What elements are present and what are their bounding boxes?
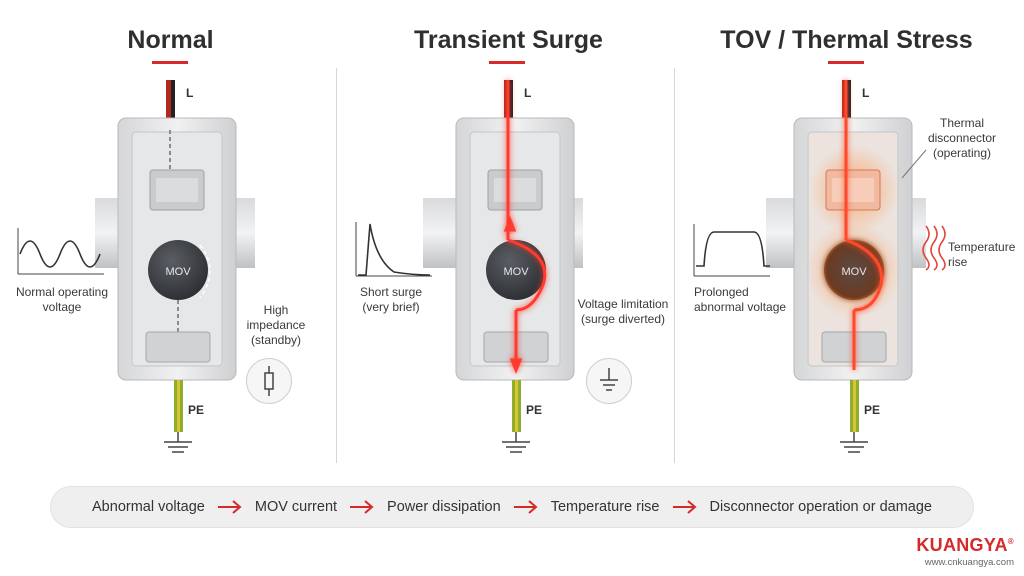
panel-divider xyxy=(336,68,337,463)
ground-symbol xyxy=(840,432,868,453)
flow-step-mov-current: MOV current xyxy=(254,499,338,515)
side-caption: Temperature rise xyxy=(948,240,1016,269)
title-underline xyxy=(489,61,525,64)
waveform-caption: Short surge (very brief) xyxy=(359,285,423,314)
process-flow-bar: Abnormal voltage MOV current Power dissi… xyxy=(50,486,974,528)
top-callout: Thermal disconnector (operating) xyxy=(927,116,997,160)
title-underline xyxy=(152,61,188,64)
surge-spike-icon xyxy=(355,222,432,277)
flow-step-disconnector: Disconnector operation or damage xyxy=(709,499,932,515)
panel-transient-surge: Transient Surge xyxy=(338,0,679,470)
surge-current-path xyxy=(503,80,547,375)
right-arrow-icon xyxy=(350,500,374,514)
brand-logo: KUANGYA® www.cnkuangya.com xyxy=(916,535,1014,568)
mov-varistor xyxy=(486,240,546,300)
spd-device-thermal: MOV xyxy=(766,80,927,453)
flow-step-abnormal-voltage: Abnormal voltage xyxy=(92,499,205,515)
brand-name: KUANGYA® xyxy=(916,535,1014,555)
right-arrow-icon xyxy=(217,500,242,514)
tov-current-path xyxy=(844,80,884,370)
mov-label: MOV xyxy=(841,266,867,278)
panel-title: Normal xyxy=(127,26,214,54)
ground-symbol xyxy=(502,432,530,453)
panel-title: Transient Surge xyxy=(414,26,603,54)
wire-label-l: L xyxy=(186,86,194,100)
wire-label-l: L xyxy=(524,86,532,100)
line-wire xyxy=(166,80,174,130)
wire-label-l: L xyxy=(862,86,870,100)
mov-label: MOV xyxy=(165,266,191,278)
mov-label: MOV xyxy=(503,266,529,278)
brand-url: www.cnkuangya.com xyxy=(924,557,1014,568)
side-caption: High impedance (standby) xyxy=(246,303,306,347)
panel-normal: Normal xyxy=(0,0,341,470)
right-arrow-icon xyxy=(672,500,697,514)
heat-waves-icon xyxy=(922,225,946,271)
wire-label-pe: PE xyxy=(526,403,543,417)
flow-step-temperature-rise: Temperature rise xyxy=(550,499,660,515)
title-underline xyxy=(828,61,864,64)
resistor-icon xyxy=(246,358,292,404)
waveform-caption: Normal operating voltage xyxy=(15,285,109,314)
plateau-wave-icon xyxy=(693,224,770,277)
ground-icon xyxy=(586,358,632,404)
panel-title: TOV / Thermal Stress xyxy=(720,26,973,54)
mov-varistor xyxy=(148,240,208,300)
waveform-caption: Prolonged abnormal voltage xyxy=(694,285,787,314)
right-arrow-icon xyxy=(513,500,538,514)
callout-leader xyxy=(901,149,927,179)
wire-label-pe: PE xyxy=(188,403,205,417)
spd-device-surge: MOV xyxy=(423,80,583,453)
ground-symbol xyxy=(164,432,192,453)
spd-device-normal: MOV xyxy=(95,80,255,453)
flow-step-power-dissipation: Power dissipation xyxy=(387,499,501,515)
side-caption: Voltage limitation (surge diverted) xyxy=(577,297,669,326)
mov-varistor xyxy=(824,240,884,300)
panel-thermal-stress: TOV / Thermal Stress xyxy=(676,0,1017,470)
wire-label-pe: PE xyxy=(864,403,881,417)
panel-divider xyxy=(674,68,675,463)
sine-wave-icon xyxy=(17,228,104,275)
